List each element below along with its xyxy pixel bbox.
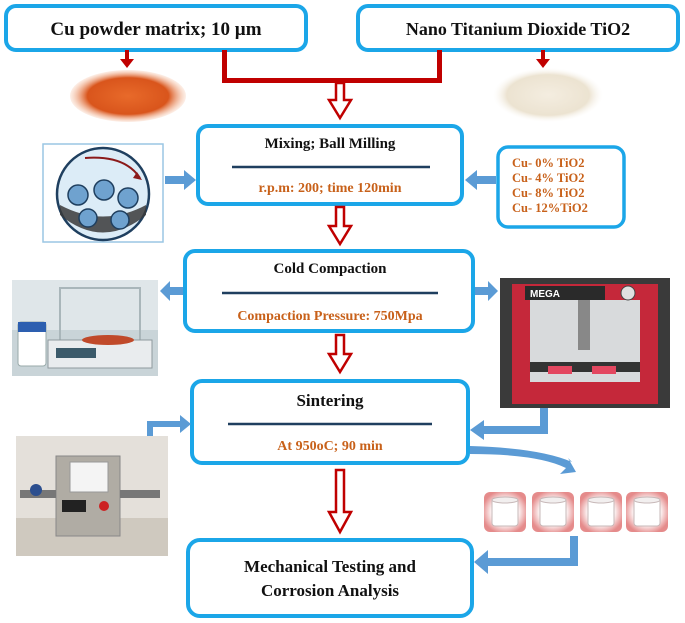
press-brand: MEGA bbox=[530, 289, 560, 300]
composition-2: Cu- 8% TiO2 bbox=[512, 186, 584, 200]
compaction-box: Cold Compaction Compaction Pressure: 750… bbox=[183, 249, 475, 333]
tio2-powder-image bbox=[493, 68, 603, 122]
samples-to-testing-arrow bbox=[474, 536, 578, 574]
tio2-label: Nano Titanium Dioxide TiO2 bbox=[406, 19, 630, 39]
testing-box: Mechanical Testing and Corrosion Analysi… bbox=[186, 538, 474, 618]
furnace-to-sintering-arrow bbox=[147, 415, 191, 444]
sintering-title: Sintering bbox=[296, 391, 364, 410]
arrow-to-sintering bbox=[326, 333, 354, 375]
mixing-detail: r.p.m: 200; time 120min bbox=[259, 181, 402, 196]
compaction-detail: Compaction Pressure: 750Mpa bbox=[237, 309, 422, 324]
composition-3: Cu- 12%TiO2 bbox=[512, 201, 588, 215]
compaction-title: Cold Compaction bbox=[274, 261, 388, 277]
cu-powder-box: Cu powder matrix; 10 µm bbox=[4, 4, 308, 52]
arrow-to-testing bbox=[326, 468, 354, 535]
arrow-to-mixing bbox=[326, 81, 354, 121]
sintered-samples bbox=[484, 492, 668, 532]
ball-mill-icon bbox=[42, 143, 164, 243]
sintering-detail: At 950oC; 90 min bbox=[277, 439, 383, 454]
mixing-side-arrows bbox=[165, 170, 496, 190]
testing-title-line2: Corrosion Analysis bbox=[261, 581, 399, 600]
composition-0: Cu- 0% TiO2 bbox=[512, 156, 584, 170]
mixing-title: Mixing; Ball Milling bbox=[265, 136, 396, 152]
sintering-to-samples-arrow bbox=[470, 446, 576, 474]
arrow-to-compaction bbox=[326, 205, 354, 247]
compaction-side-arrows bbox=[160, 281, 498, 301]
sintering-box: Sintering At 950oC; 90 min bbox=[190, 379, 470, 465]
cu-powder-label: Cu powder matrix; 10 µm bbox=[50, 19, 261, 40]
tube-furnace-photo bbox=[16, 436, 168, 556]
press-to-sintering-arrow bbox=[470, 408, 548, 440]
mixing-box: Mixing; Ball Milling r.p.m: 200; time 12… bbox=[196, 124, 464, 206]
hydraulic-press-photo: MEGA bbox=[500, 278, 670, 408]
balance-photo bbox=[12, 280, 158, 376]
input-merge-connector bbox=[222, 50, 442, 83]
testing-title-line1: Mechanical Testing and bbox=[244, 557, 416, 576]
powder-arrows bbox=[120, 50, 550, 68]
tio2-box: Nano Titanium Dioxide TiO2 bbox=[356, 4, 680, 52]
compositions-box: Cu- 0% TiO2 Cu- 4% TiO2 Cu- 8% TiO2 Cu- … bbox=[496, 145, 626, 229]
cu-powder-image bbox=[70, 70, 186, 122]
composition-1: Cu- 4% TiO2 bbox=[512, 171, 584, 185]
